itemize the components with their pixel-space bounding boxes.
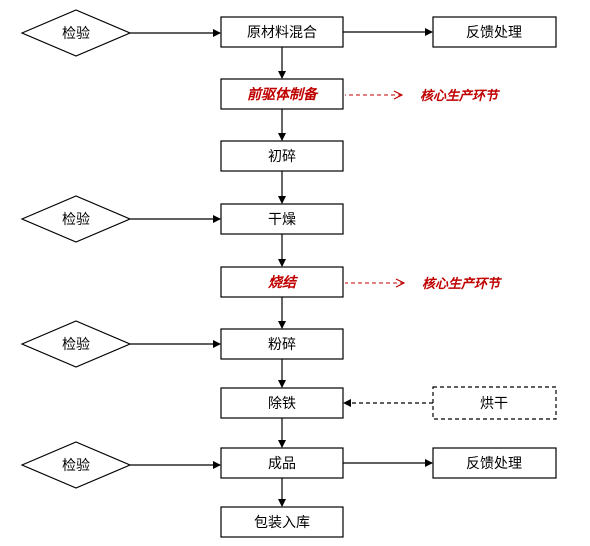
inspection-diamond-1: 检验 — [20, 9, 221, 57]
inspection-diamond-3: 检验 — [20, 320, 221, 368]
auxiliary-drying-box: 烘干 — [343, 386, 557, 420]
inspection-diamond-2: 检验 — [20, 195, 221, 243]
step-iron-removal: 除铁 — [220, 387, 344, 419]
step-label-pulverize: 粉碎 — [268, 337, 296, 353]
step-label-precursor: 前驱体制备 — [247, 86, 319, 103]
step-drying: 干燥 — [220, 203, 344, 235]
step-sintering: 烧结 — [220, 266, 344, 298]
core-annotation-label-1: 核心生产环节 — [420, 88, 500, 104]
inspection-label-1: 检验 — [62, 26, 90, 42]
step-mixing: 原材料混合 — [220, 16, 344, 48]
step-coarse-crush: 初碎 — [220, 140, 344, 172]
step-finished-product: 成品 — [220, 447, 344, 479]
step-label-packing: 包装入库 — [254, 515, 310, 531]
step-label-drying: 干燥 — [268, 212, 296, 228]
step-label-sintering: 烧结 — [268, 274, 299, 291]
inspection-diamond-4: 检验 — [20, 441, 221, 489]
feedback-box-1: 反馈处理 — [343, 16, 557, 48]
step-precursor: 前驱体制备 — [220, 78, 344, 110]
step-label-iron-removal: 除铁 — [268, 396, 296, 412]
feedback-label-2: 反馈处理 — [466, 456, 522, 472]
feedback-label-1: 反馈处理 — [466, 25, 522, 41]
step-pulverize: 粉碎 — [220, 328, 344, 360]
core-annotation-label-2: 核心生产环节 — [422, 276, 502, 292]
step-label-coarse-crush: 初碎 — [268, 148, 296, 165]
inspection-label-3: 检验 — [62, 337, 90, 353]
step-label-finished-product: 成品 — [268, 456, 296, 472]
step-label-mixing: 原材料混合 — [247, 25, 317, 41]
inspection-label-4: 检验 — [62, 458, 90, 474]
auxiliary-drying-label: 烘干 — [480, 396, 508, 412]
step-packing: 包装入库 — [220, 506, 344, 538]
inspection-label-2: 检验 — [62, 212, 90, 228]
core-annotation-2: 核心生产环节 — [345, 276, 502, 292]
core-annotation-1: 核心生产环节 — [345, 88, 500, 104]
feedback-box-2: 反馈处理 — [343, 447, 557, 479]
